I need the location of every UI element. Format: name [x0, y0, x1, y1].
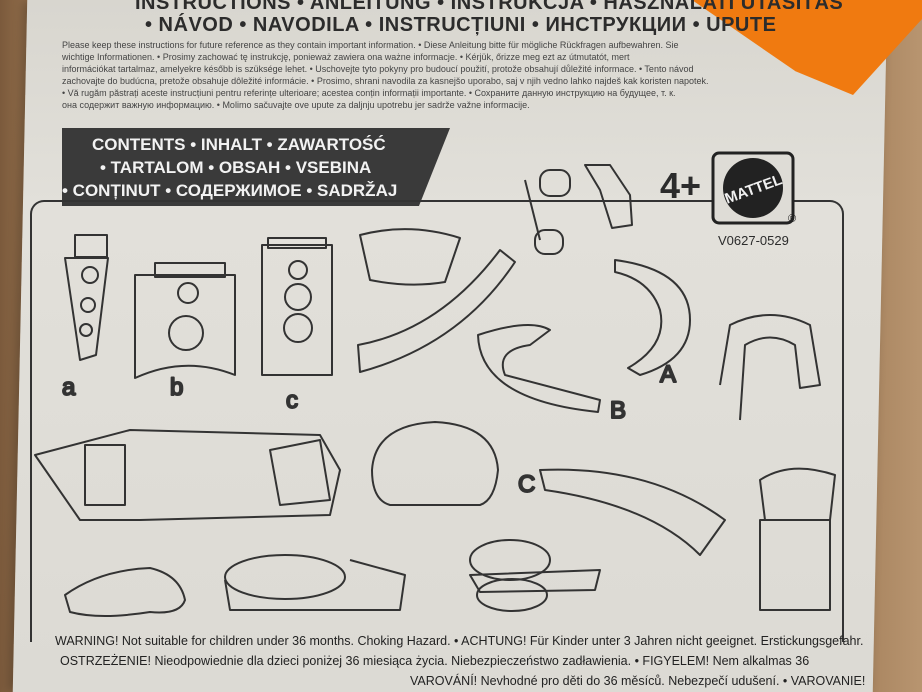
clip-part: [584, 164, 633, 229]
notice-line: információkat tartalmaz, amelyekre későb…: [62, 64, 694, 74]
product-code: V0627-0529: [718, 233, 789, 248]
label-B: B: [610, 397, 626, 424]
windshield-part: [359, 228, 461, 286]
registered-mark: ®: [788, 213, 796, 225]
flame-hood-part: [371, 421, 499, 506]
label-b: b: [170, 374, 183, 401]
notice-line: Please keep these instructions for futur…: [62, 40, 679, 50]
label-c: c: [286, 387, 298, 414]
base-platform-part: [224, 554, 406, 611]
contents-frame: [30, 200, 844, 642]
header-title-line1: INSTRUCTIONS • ANLEITUNG • INSTRUKCJA • …: [135, 0, 844, 14]
warning-line2: OSTRZEŻENIE! Nieodpowiednie dla dzieci p…: [60, 654, 810, 668]
part-a-tower-leg: [64, 234, 109, 361]
curve-b-part: [477, 324, 601, 413]
label-C: C: [518, 471, 535, 498]
curve-a-part: [614, 259, 691, 376]
flame-arch-part: [719, 314, 821, 421]
contents-line2: • TARTALOM • OBSAH • VSEBINA: [100, 158, 372, 177]
spinner-part: [469, 539, 601, 612]
label-A: A: [660, 361, 676, 388]
part-c-panel: [261, 237, 333, 376]
notice-line: она содержит важную информацию. • Molimo…: [62, 100, 530, 110]
skull-tower-part: [759, 467, 836, 611]
contents-line3: • CONȚINUT • СОДЕРЖИМОЕ • SADRŽAJ: [62, 181, 398, 200]
curve-c-part: [539, 468, 726, 556]
contents-line1: CONTENTS • INHALT • ZAWARTOŚĆ: [92, 135, 386, 154]
notice-line: wichtige Informationen. • Prosimy zachow…: [62, 52, 630, 62]
notice-line: • Vă rugăm păstrați aceste instrucțiuni …: [62, 88, 676, 98]
wheel-bracket-part: [524, 169, 571, 255]
age-badge: 4+: [660, 165, 702, 206]
part-b-panel: [134, 262, 236, 379]
toy-car-part: [64, 567, 186, 617]
contents-banner: [62, 128, 450, 206]
launcher-track-part: [34, 429, 341, 521]
notice-line: zachovajte do budúcna, pretože obsahuje …: [62, 76, 709, 86]
warning-line3: VAROVÁNÍ! Nevhodné pro děti do 36 měsíců…: [410, 674, 866, 688]
mattel-logo: MATTEL ®: [710, 150, 800, 230]
header-title-line2: • NÁVOD • NAVODILA • INSTRUCȚIUNI • ИНСТ…: [145, 14, 777, 36]
long-ramp-part: [357, 249, 516, 373]
warning-line1: WARNING! Not suitable for children under…: [55, 634, 864, 648]
label-a: a: [62, 374, 76, 401]
